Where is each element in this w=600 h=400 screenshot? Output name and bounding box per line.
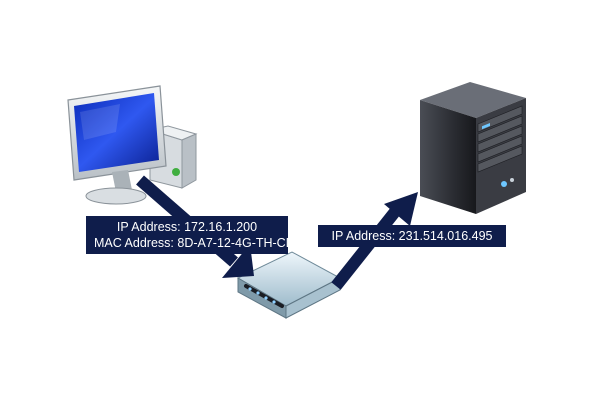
client-ip-text: IP Address: 172.16.1.200	[116, 220, 258, 234]
arrow-router-to-server	[331, 192, 418, 290]
desktop-computer-icon	[67, 85, 198, 205]
server-led	[482, 123, 490, 130]
monitor-screen	[74, 93, 159, 172]
server-address-label: IP Address: 231.514.016.495	[318, 225, 506, 247]
server-tower-icon	[420, 82, 526, 214]
server-ip-text: IP Address: 231.514.016.495	[331, 229, 493, 243]
client-address-label: IP Address: 172.16.1.200 MAC Address: 8D…	[86, 216, 295, 254]
router-icon	[236, 251, 342, 319]
client-mac-text: MAC Address: 8D-A7-12-4G-TH-CD	[94, 236, 295, 250]
